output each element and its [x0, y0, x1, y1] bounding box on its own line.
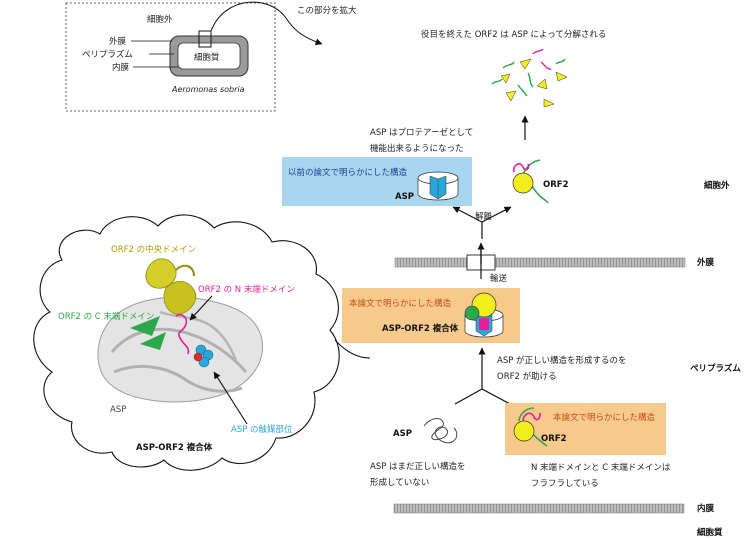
dissociation-arrow-right: [481, 206, 512, 223]
bubble-label-central-domain: ORF2 の中央ドメイン: [111, 244, 196, 255]
orf2-note-line2: フラフラしている: [531, 479, 599, 489]
bubble-label-c-domain: ORF2 の C 末端ドメイン: [58, 311, 154, 322]
previous-box-label: ASP: [395, 192, 414, 202]
transport-label: 輸送: [490, 273, 508, 284]
asp-unfolded-label: ASP: [393, 429, 412, 439]
pointer-n-domain: [189, 295, 213, 321]
orf2-note-line1: N 末端ドメインと C 末端ドメインは: [531, 462, 671, 473]
folding-note-line2: ORF2 が助ける: [497, 371, 557, 382]
orf2-structure-box: 本論文で明らかにした構造 ORF2: [505, 403, 666, 455]
protein-ribbon: [97, 258, 263, 403]
dissociation-arrow-left: [452, 206, 483, 223]
orf2-free-label: ORF2: [543, 180, 569, 190]
current-structure-box: 本論文で明らかにした構造 ASP-ORF2 複合体: [342, 288, 520, 343]
zone-label-periplasm: ペリプラズム: [690, 363, 741, 374]
protease-note-line2: 機能出来るようになった: [370, 143, 464, 154]
orf2-free-molecule: [512, 159, 549, 204]
zoom-arrow: [210, 1, 323, 46]
folding-note-line1: ASP が正しい構造を形成するのを: [497, 355, 627, 366]
previous-box-title: 以前の論文で明らかにした構造: [288, 167, 408, 178]
inset-label-cytoplasm: 細胞質: [194, 52, 220, 63]
dissociation-label: 解離: [475, 211, 493, 222]
folding-branch-left: [454, 388, 483, 405]
degraded-fragments: [491, 48, 568, 108]
inset-label-inner-membrane: 内膜: [112, 62, 130, 73]
zone-label-outer-membrane: 外膜: [696, 257, 715, 268]
orf2-box-label: ORF2: [541, 434, 567, 444]
previous-structure-box: 以前の論文で明らかにした構造 ASP: [282, 157, 472, 206]
zone-label-extracellular: 細胞外: [704, 180, 730, 191]
cell-inset: 細胞外 細胞質 外膜 ペリプラズム 内膜 Aeromonas sobria: [65, 2, 276, 112]
zoom-note: この部分を拡大: [297, 5, 357, 16]
asp-unfolded-note-line1: ASP はまだ正しい構造を: [370, 461, 466, 472]
inset-species-label: Aeromonas sobria: [171, 85, 245, 94]
bubble-label-complex: ASP-ORF2 複合体: [136, 442, 213, 453]
current-box-title: 本論文で明らかにした構造: [349, 298, 452, 309]
zone-label-cytoplasm: 細胞質: [697, 527, 723, 538]
bubble-label-asp: ASP: [110, 405, 126, 415]
degraded-note: 役目を終えた ORF2 は ASP によって分解される: [421, 29, 606, 40]
orf2-box-title: 本論文で明らかにした構造: [553, 412, 656, 423]
inset-label-outer-membrane: 外膜: [109, 36, 127, 47]
bubble-label-n-domain: ORF2 の N 末端ドメイン: [198, 284, 295, 295]
structure-bubble: ORF2 の中央ドメイン ORF2 の N 末端ドメイン ORF2 の C 末端…: [33, 214, 371, 471]
inset-label-periplasm: ペリプラズム: [82, 49, 133, 60]
inset-label-extracellular: 細胞外: [147, 14, 173, 25]
inner-membrane: [393, 503, 685, 514]
outer-membrane: [394, 257, 686, 268]
bubble-label-catalytic-site: ASP の触媒部位: [231, 424, 293, 435]
protease-note-line1: ASP はプロテアーゼとして: [370, 127, 473, 138]
zone-label-inner-membrane: 内膜: [697, 503, 715, 514]
asp-unfolded-note-line2: 形成していない: [370, 477, 429, 488]
asp-unfolded-chain: [423, 418, 458, 444]
folding-branch-right: [481, 388, 511, 405]
current-box-label: ASP-ORF2 複合体: [382, 323, 459, 334]
pointer-catalytic-site: [213, 371, 248, 425]
